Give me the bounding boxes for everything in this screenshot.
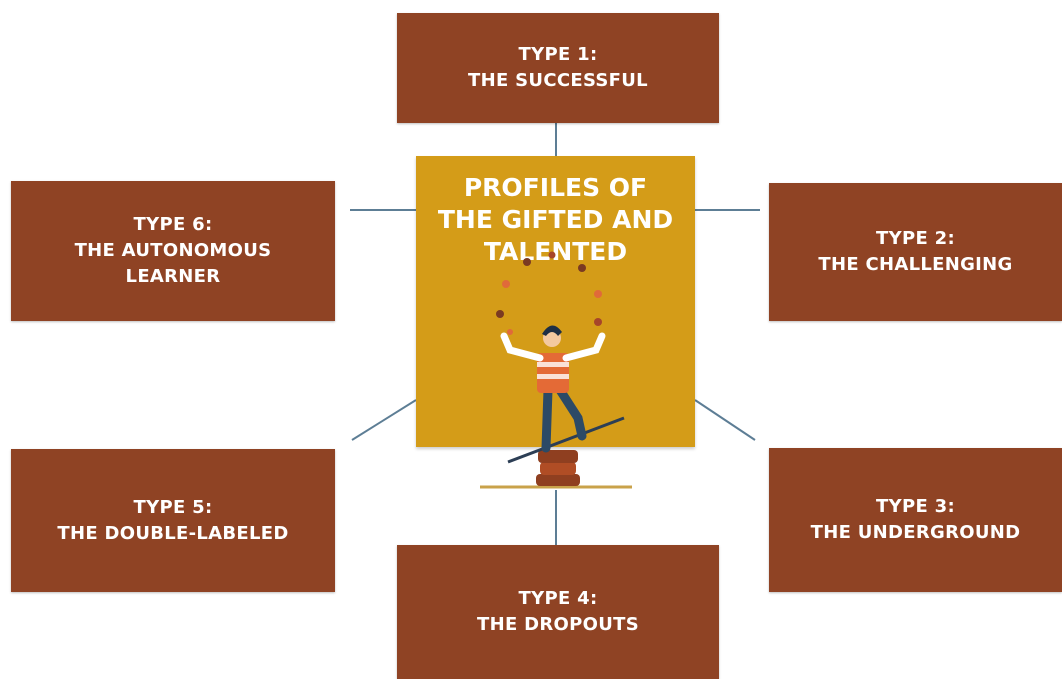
center-panel: PROFILES OF THE GIFTED AND TALENTED [416, 156, 695, 447]
type-5-box: TYPE 5: THE DOUBLE-LABELED [11, 449, 335, 592]
type-6-title: THE AUTONOMOUS [74, 240, 272, 261]
center-title: PROFILES OF THE GIFTED AND TALENTED [416, 172, 695, 268]
type-4-label: TYPE 4: [518, 588, 598, 609]
type-2-box: TYPE 2: THE CHALLENGING [769, 183, 1062, 321]
type-6-label: TYPE 6: [133, 214, 213, 235]
type-5-label: TYPE 5: [133, 496, 213, 518]
type-1-box: TYPE 1: THE SUCCESSFUL [397, 13, 719, 123]
type-1-label: TYPE 1: [518, 44, 598, 65]
type-3-title: THE UNDERGROUND [810, 522, 1021, 543]
type-3-box: TYPE 3: THE UNDERGROUND [769, 448, 1062, 592]
type-6-box: TYPE 6: THE AUTONOMOUS LEARNER [11, 181, 335, 321]
center-title-line-1: PROFILES OF [463, 173, 648, 202]
type-4-box: TYPE 4: THE DROPOUTS [397, 545, 719, 679]
type-3-label: TYPE 3: [876, 496, 955, 517]
center-title-line-2: THE GIFTED AND [437, 205, 674, 234]
type-5-title: THE DOUBLE-LABELED [57, 522, 289, 544]
type-4-title: THE DROPOUTS [477, 614, 639, 635]
type-2-title: THE CHALLENGING [818, 254, 1013, 275]
type-2-label: TYPE 2: [876, 228, 955, 249]
center-title-line-3: TALENTED [483, 237, 628, 266]
type-6-title-line-2: LEARNER [125, 266, 221, 287]
type-1-title: THE SUCCESSFUL [468, 70, 648, 91]
